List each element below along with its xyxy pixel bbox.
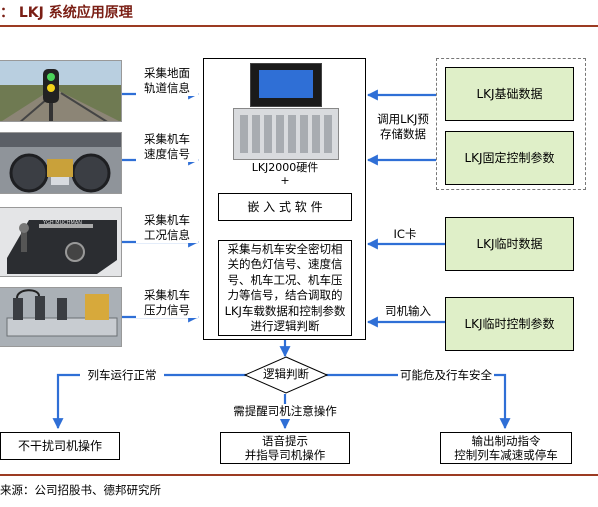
output-no-interfere-label: 不干扰司机操作 — [17, 439, 102, 453]
track-signal-image — [0, 61, 121, 121]
output-brake-command: 输出制动指令 控制列车减速或停车 — [440, 432, 572, 464]
temp-data-label: LKJ临时数据 — [476, 237, 543, 251]
fixed-params-box: LKJ固定控制参数 — [445, 131, 574, 185]
input-label-pressure: 采集机车 压力信号 — [136, 288, 198, 318]
software-label: 嵌 入 式 软 件 — [247, 200, 323, 214]
control-panel-image — [0, 208, 121, 276]
display-screen — [259, 70, 313, 98]
branch-normal-label: 列车运行正常 — [80, 368, 164, 383]
title-text: LKJ 系统应用原理 — [18, 5, 133, 21]
fixed-params-label: LKJ固定控制参数 — [464, 151, 555, 165]
output-voice-prompt: 语音提示 并指导司机操作 — [220, 432, 350, 464]
top-rule — [0, 25, 598, 27]
basic-data-label: LKJ基础数据 — [476, 87, 543, 101]
predefined-data-group — [436, 58, 586, 190]
branch-danger-label: 可能危及行车安全 — [398, 368, 494, 383]
hardware-label: LKJ2000硬件 + — [233, 161, 337, 187]
driver-input-label: 司机输入 — [378, 304, 438, 319]
temp-params-label: LKJ临时控制参数 — [464, 317, 555, 331]
wheel-photo — [0, 132, 122, 194]
page-title: ： LKJ 系统应用原理 — [0, 2, 133, 24]
output-voice-prompt-label: 语音提示 并指导司机操作 — [244, 434, 326, 462]
storage-label: 调用LKJ预 存储数据 — [372, 112, 434, 142]
pressure-sensor-photo — [0, 287, 122, 347]
basic-data-box: LKJ基础数据 — [445, 67, 574, 121]
temp-params-box: LKJ临时控制参数 — [445, 297, 574, 351]
output-brake-command-label: 输出制动指令 控制列车减速或停车 — [454, 434, 558, 462]
arrow-right-branch — [326, 373, 511, 430]
control-panel-brand-text: YGH MUCHMAN — [43, 220, 82, 226]
title-prefix: ： — [0, 5, 14, 21]
arrow-left-branch — [52, 373, 246, 430]
temp-data-box: LKJ临时数据 — [445, 217, 574, 271]
input-label-track: 采集地面 轨道信息 — [136, 66, 198, 96]
rack-image — [240, 115, 332, 153]
ic-card-label: IC卡 — [390, 227, 420, 242]
decision-diamond — [244, 356, 328, 394]
wheel-image — [0, 133, 121, 193]
lkj-hardware-rack — [233, 108, 339, 160]
output-no-interfere: 不干扰司机操作 — [0, 432, 120, 460]
decision-label: 逻辑判断 — [263, 367, 309, 381]
source-note: 来源：公司招股书、德邦研究所 — [0, 483, 161, 497]
bottom-rule — [0, 474, 598, 476]
lkj-display-unit — [250, 63, 322, 107]
software-box: 嵌 入 式 软 件 — [218, 193, 352, 221]
pressure-sensor-image — [0, 288, 121, 346]
branch-remind-label: 需提醒司机注意操作 — [228, 404, 342, 419]
process-text: 采集与机车安全密切相关的色灯信号、速度信号、机车工况、机车压力等信号，结合调取的… — [224, 241, 346, 334]
process-box: 采集与机车安全密切相关的色灯信号、速度信号、机车工况、机车压力等信号，结合调取的… — [218, 240, 352, 336]
track-signal-photo — [0, 60, 122, 122]
input-label-speed: 采集机车 速度信号 — [136, 132, 198, 162]
control-panel-photo: YGH MUCHMAN — [0, 207, 122, 277]
input-label-condition: 采集机车 工况信息 — [136, 213, 198, 243]
